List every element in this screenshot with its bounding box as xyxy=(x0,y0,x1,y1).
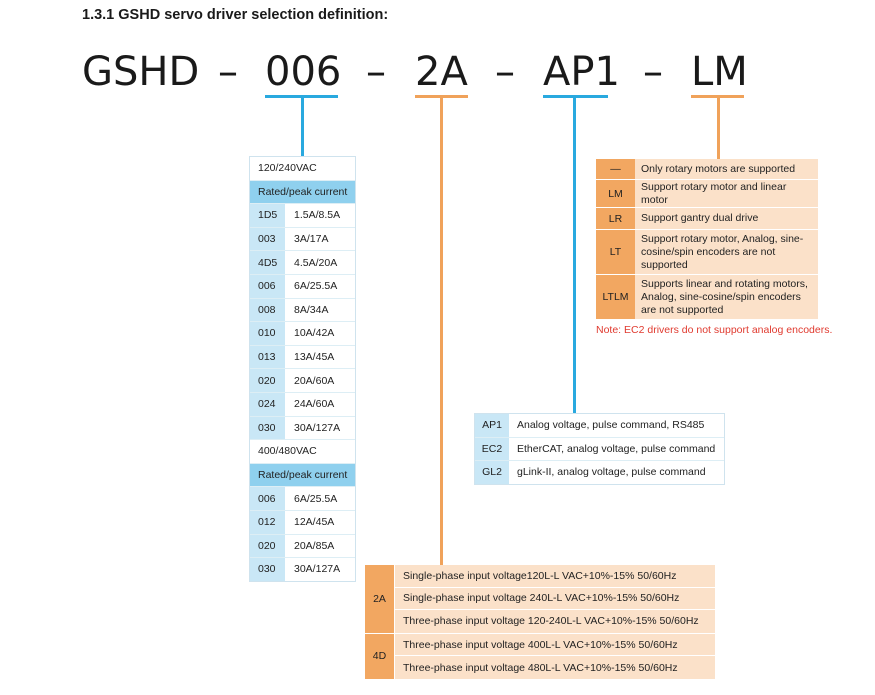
code-separator: – xyxy=(366,49,386,95)
table-row: —Only rotary motors are supported xyxy=(596,159,818,180)
code-separator: – xyxy=(495,49,515,95)
row-desc: EtherCAT, analog voltage, pulse command xyxy=(517,442,716,455)
code-bus: AP1 xyxy=(543,49,620,95)
row-desc: Supports linear and rotating motors, Ana… xyxy=(635,275,818,319)
row-code: 008 xyxy=(250,298,286,322)
row-code: — xyxy=(596,159,635,179)
section-heading: 1.3.1 GSHD servo driver selection defini… xyxy=(82,7,389,23)
table-row: Single-phase input voltage120L-L VAC+10%… xyxy=(395,565,715,588)
table-row: GL2 gLink-II, analog voltage, pulse comma… xyxy=(475,461,724,484)
voltage-group-label: 400/480VAC xyxy=(250,440,355,464)
code-separator: – xyxy=(218,49,238,95)
voltage-connector xyxy=(440,95,443,565)
row-code: 006 xyxy=(250,274,286,298)
row-desc: Support rotary motor and linear motor xyxy=(635,180,818,207)
voltage-group: 4D Three-phase input voltage 400L-L VAC+… xyxy=(365,633,715,680)
table-row: AP1 Analog voltage, pulse command, RS485 xyxy=(475,414,724,438)
row-desc: Support rotary motor, Analog, sine-cosin… xyxy=(635,230,818,274)
current-header: Rated/peak current xyxy=(250,180,355,205)
row-value: 8A/34A xyxy=(286,298,355,322)
row-code: 020 xyxy=(250,534,286,558)
row-code: 4D5 xyxy=(250,251,286,274)
code-separator: – xyxy=(643,49,663,95)
row-code: 1D5 xyxy=(250,204,286,227)
row-code: 030 xyxy=(250,416,286,440)
row-desc: Only rotary motors are supported xyxy=(635,159,818,179)
table-row: Single-phase input voltage 240L-L VAC+10… xyxy=(395,587,715,611)
bus-connector xyxy=(573,95,576,413)
row-code: 020 xyxy=(250,369,286,392)
row-code: 010 xyxy=(250,322,286,345)
ec2-note: Note: EC2 drivers do not support analog … xyxy=(596,324,833,336)
row-value: 12A/45A xyxy=(286,510,355,534)
row-code: AP1 xyxy=(475,414,510,437)
row-code: 030 xyxy=(250,558,286,581)
code-voltage: 2A xyxy=(415,49,468,95)
row-code: 024 xyxy=(250,392,286,416)
code-current: 006 xyxy=(265,49,342,95)
row-code: LT xyxy=(596,230,635,274)
row-code: EC2 xyxy=(475,437,510,461)
row-code: 013 xyxy=(250,345,286,369)
voltage-group: 2A Single-phase input voltage120L-L VAC+… xyxy=(365,565,715,634)
row-code: GL2 xyxy=(475,461,510,484)
code-series: GSHD xyxy=(82,49,200,95)
code-motor: LM xyxy=(691,49,748,95)
row-value: 1.5A/8.5A xyxy=(286,204,355,227)
row-code: LTLM xyxy=(596,275,635,319)
row-desc: Analog voltage, pulse command, RS485 xyxy=(517,419,705,432)
row-value: 6A/25.5A xyxy=(286,487,355,510)
row-desc: gLink-II, analog voltage, pulse command xyxy=(517,466,706,479)
table-row: Three-phase input voltage 120-240L-L VAC… xyxy=(395,610,715,633)
group-code: 2A xyxy=(365,565,395,633)
voltage-group-label: 120/240VAC xyxy=(250,157,355,181)
row-value: 4.5A/20A xyxy=(286,251,355,274)
row-value: 10A/42A xyxy=(286,322,355,345)
row-value: 20A/60A xyxy=(286,369,355,392)
group-code: 4D xyxy=(365,633,395,679)
row-value: 30A/127A xyxy=(286,416,355,440)
row-desc: Support gantry dual drive xyxy=(635,208,818,229)
table-row: Three-phase input voltage 400L-L VAC+10%… xyxy=(395,633,715,657)
row-code: LM xyxy=(596,180,635,207)
row-code: 006 xyxy=(250,487,286,510)
row-code: 012 xyxy=(250,510,286,534)
voltage-table: 2A Single-phase input voltage120L-L VAC+… xyxy=(365,565,715,680)
row-value: 30A/127A xyxy=(286,558,355,581)
row-value: 24A/60A xyxy=(286,392,355,416)
row-code: 003 xyxy=(250,227,286,251)
row-value: 3A/17A xyxy=(286,227,355,251)
table-row: Three-phase input voltage 480L-L VAC+10%… xyxy=(395,656,715,679)
model-code: GSHD – 006 – 2A – AP1 – LM xyxy=(0,50,875,94)
row-value: 20A/85A xyxy=(286,534,355,558)
row-value: 6A/25.5A xyxy=(286,274,355,298)
current-header: Rated/peak current xyxy=(250,463,355,488)
current-connector xyxy=(301,95,304,156)
motor-connector xyxy=(717,95,720,159)
table-row: EC2 EtherCAT, analog voltage, pulse comma… xyxy=(475,437,724,462)
row-value: 13A/45A xyxy=(286,345,355,369)
row-code: LR xyxy=(596,208,635,229)
